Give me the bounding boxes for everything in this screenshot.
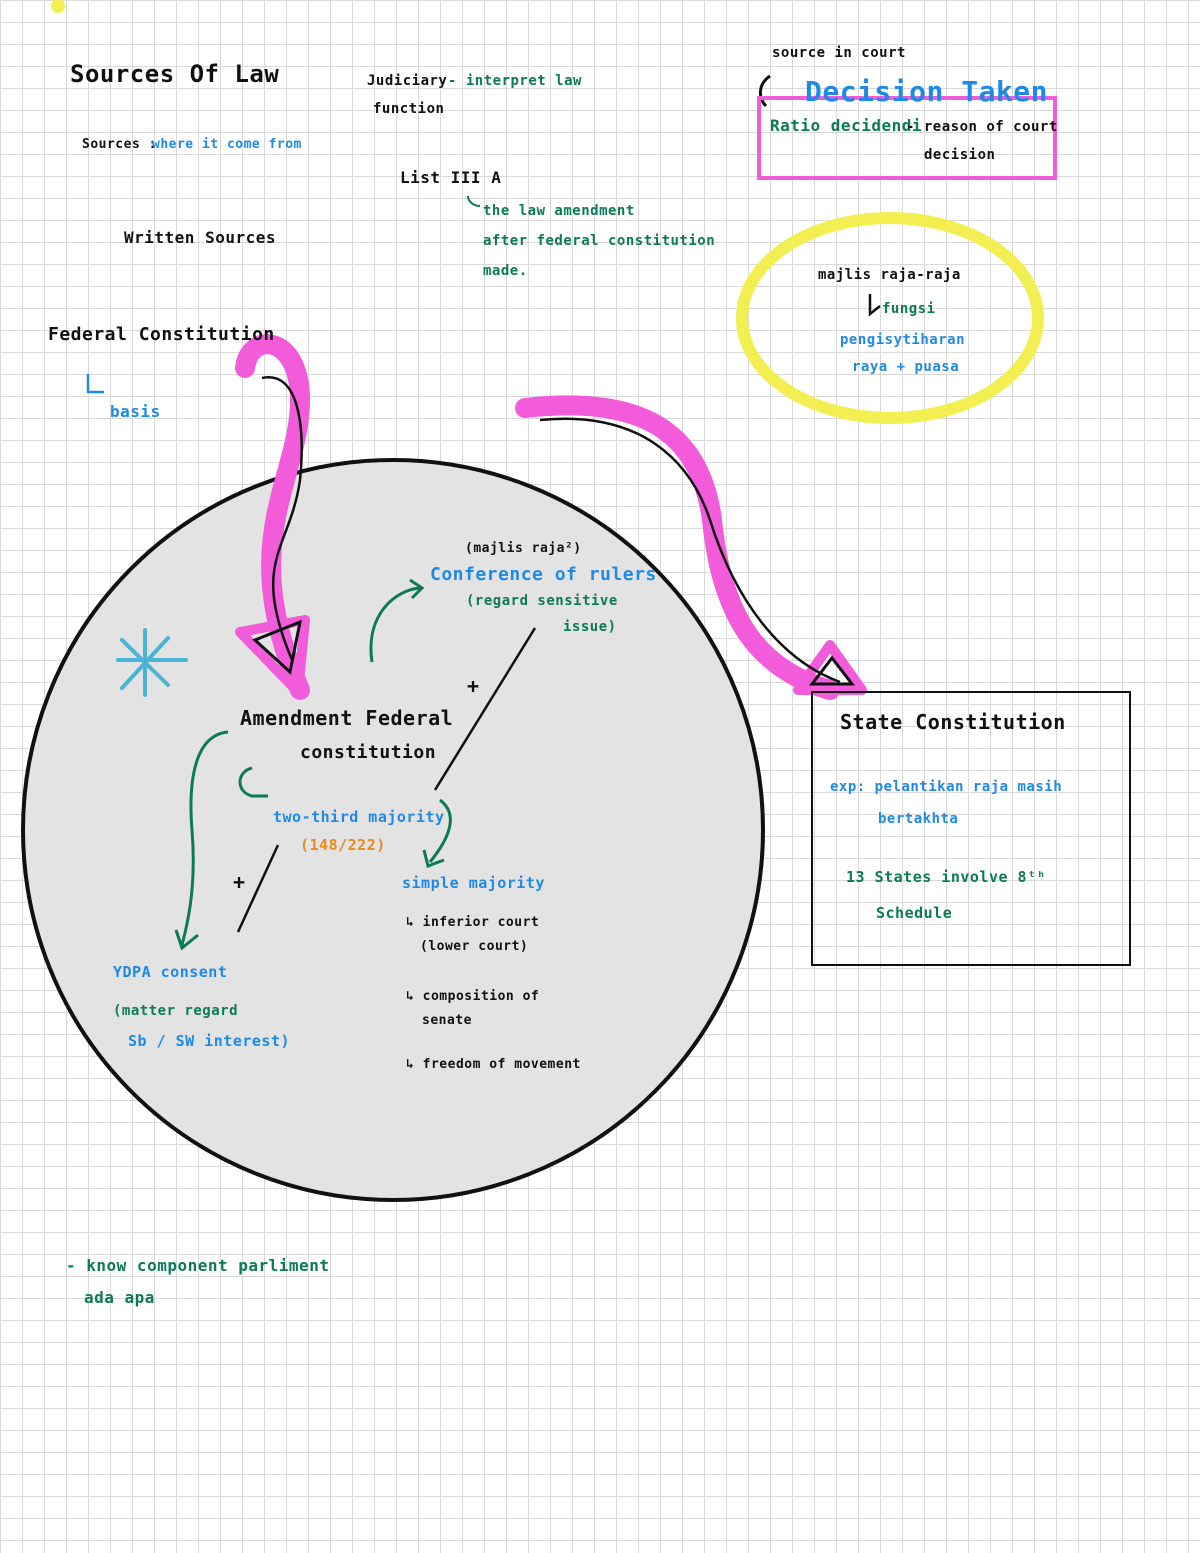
connector-ydpa — [236, 844, 280, 933]
green-arrowhead-ydpa — [174, 929, 199, 951]
judiciary-text-2: function — [373, 101, 445, 117]
green-arrowhead-simple — [422, 849, 445, 868]
hook-basis — [86, 374, 104, 394]
hook-decision — [759, 74, 771, 108]
decision-small-label: source in court — [772, 45, 906, 61]
decision-box — [757, 96, 1057, 180]
pink-arrow-right — [515, 395, 840, 700]
green-arrow-ydpa — [180, 730, 229, 946]
yellow-highlight-circle — [736, 212, 1044, 424]
state-constitution-box — [811, 691, 1131, 966]
written-sources: Written Sources — [124, 228, 276, 247]
state-states: 13 States involve 8ᵗʰ — [846, 868, 1047, 886]
sources-label: Sources : — [82, 137, 157, 152]
list-note-2: after federal constitution — [483, 233, 716, 249]
state-constitution-title: State Constitution — [840, 710, 1066, 734]
black-arrowhead-right — [808, 655, 856, 686]
state-states-2: Schedule — [876, 904, 953, 922]
rulers-small: (majlis raja²) — [465, 541, 582, 556]
simple-item-2: ↳ composition of — [406, 989, 540, 1004]
hook-fungsi — [868, 294, 881, 317]
decision-title: Decision Taken — [805, 75, 1049, 108]
asterisk-icon — [116, 628, 188, 697]
federal-constitution: Federal Constitution — [48, 324, 275, 345]
fungsi-label: fungsi — [882, 301, 936, 317]
black-arrowhead-left — [252, 619, 303, 675]
black-arrow-left — [261, 376, 303, 661]
amendment-title-2: constitution — [300, 742, 437, 763]
majlis-line-2: raya + puasa — [852, 359, 960, 375]
ydpa-consent: YDPA consent — [113, 963, 228, 981]
list-note-3: made. — [483, 263, 528, 279]
black-arrow-right — [539, 417, 841, 684]
simple-item-1-sub: (lower court) — [420, 939, 529, 954]
amendment-title: Amendment Federal — [240, 706, 454, 730]
two-third-count: (148/222) — [300, 836, 386, 854]
rulers-note-2: issue) — [563, 619, 617, 635]
footer-line-2: ada apa — [84, 1288, 155, 1307]
hook-list — [467, 195, 481, 207]
sources-text: where it come from — [152, 137, 302, 152]
ratio-text-2: decision — [924, 147, 996, 163]
ydpa-note-2: Sb / SW interest) — [128, 1032, 291, 1050]
ratio-text: - reason of court — [906, 119, 1058, 135]
majlis-line-1: pengisytiharan — [840, 332, 966, 348]
conference-of-rulers: Conference of rulers — [430, 564, 657, 585]
pink-arrowhead-right — [793, 640, 867, 695]
green-hook-two-third — [238, 766, 268, 798]
list-note-1: the law amendment — [483, 203, 635, 219]
simple-item-1: ↳ inferior court — [406, 915, 540, 930]
judiciary-text: - interpret law — [448, 73, 582, 89]
list-label: List III A — [400, 168, 502, 187]
judiciary-label: Judiciary — [367, 73, 448, 89]
yellow-dot — [51, 0, 65, 13]
majlis-label: majlis raja-raja — [818, 267, 961, 283]
simple-majority: simple majority — [402, 874, 545, 892]
plus-sign-1: + — [467, 674, 480, 698]
state-exp-2: bertakhta — [878, 811, 959, 827]
page-title: Sources Of Law — [70, 60, 280, 88]
rulers-note-1: (regard sensitive — [466, 593, 618, 609]
green-arrowhead-rulers — [409, 578, 425, 600]
pink-arrowhead-left — [235, 615, 310, 697]
ydpa-note-1: (matter regard — [113, 1003, 239, 1019]
green-arrow-rulers — [369, 586, 421, 663]
connector-rulers — [433, 627, 537, 791]
footer-line-1: - know component parliment — [66, 1256, 330, 1275]
two-third-majority: two-third majority — [273, 808, 445, 826]
green-arrow-simple — [428, 798, 452, 863]
plus-sign-2: + — [233, 870, 246, 894]
state-exp: exp: pelantikan raja masih — [830, 779, 1063, 795]
ratio-label: Ratio decidendi — [770, 116, 922, 135]
amendment-circle — [21, 458, 765, 1202]
simple-item-2-sub: senate — [422, 1013, 472, 1028]
basis-text: basis — [110, 402, 161, 421]
simple-item-3: ↳ freedom of movement — [406, 1057, 581, 1072]
